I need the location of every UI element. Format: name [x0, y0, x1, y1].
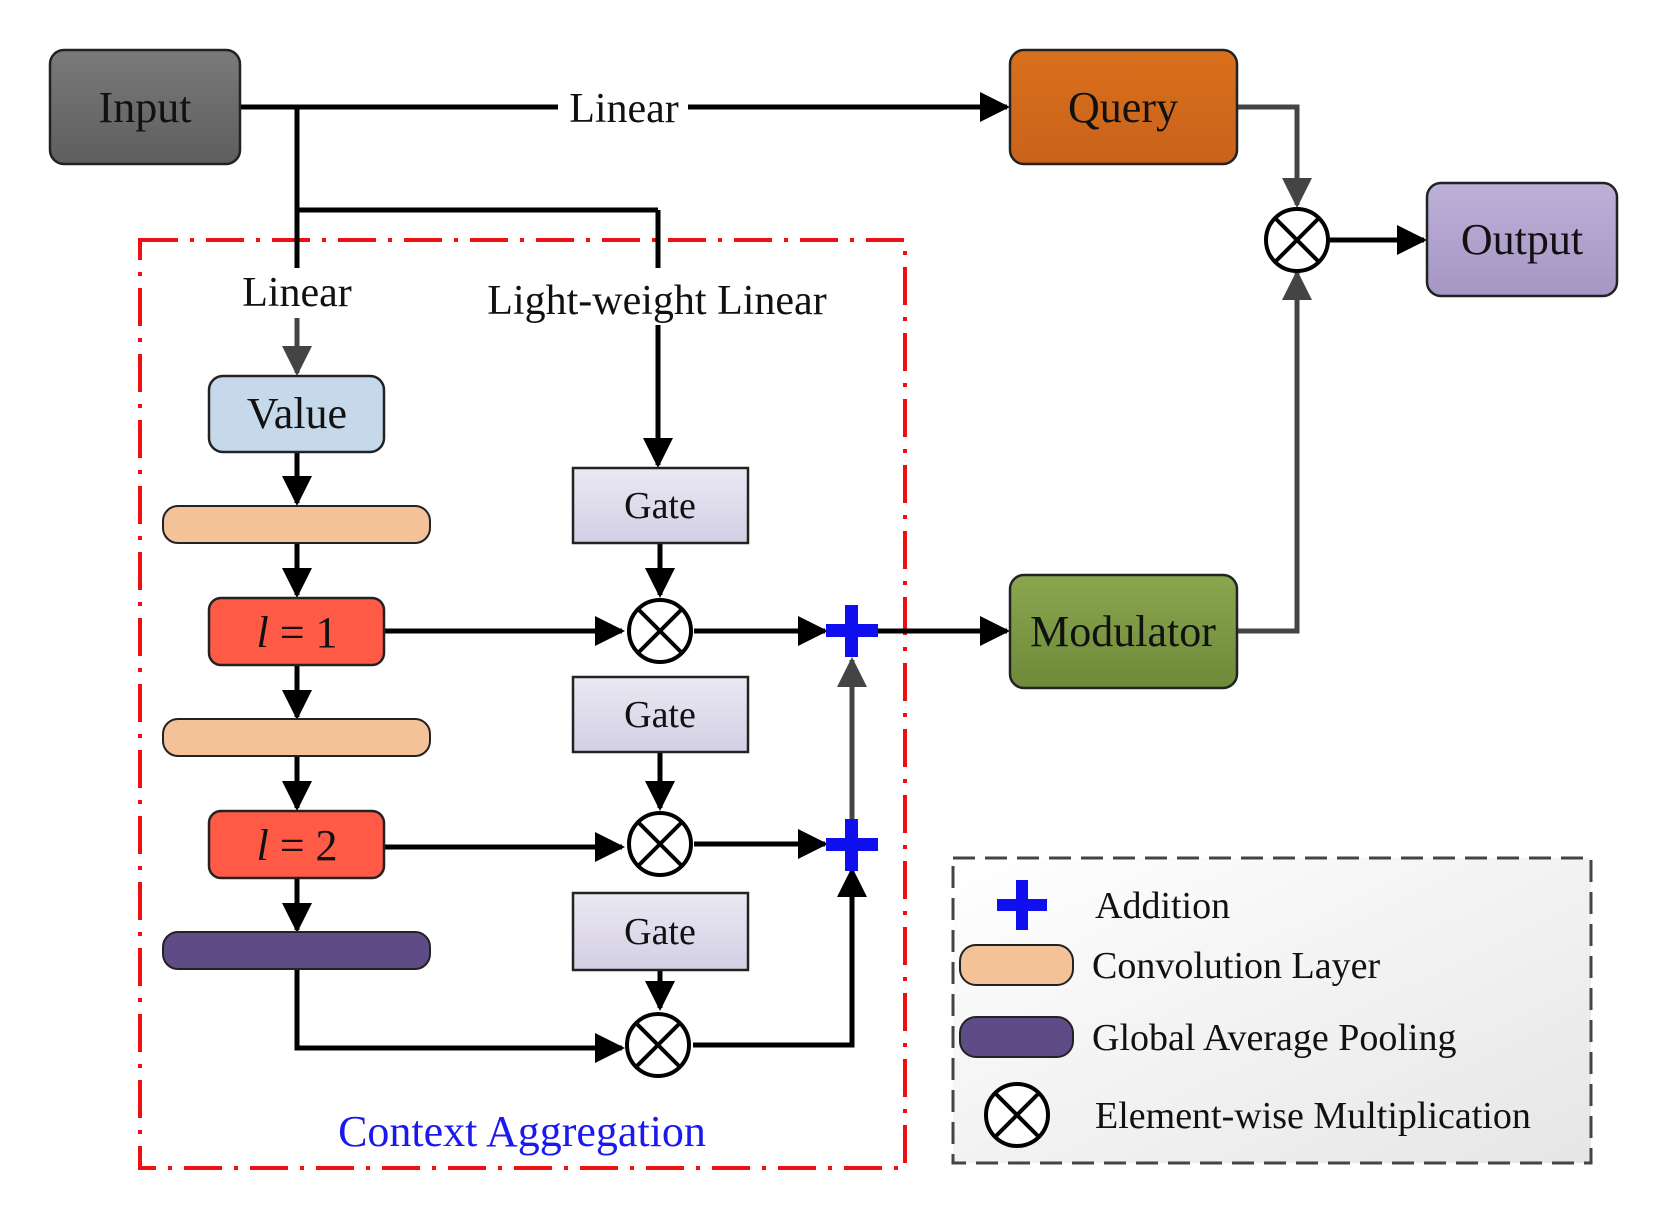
- global-average-pooling-layer: [162, 931, 431, 970]
- node-modulator-label: Modulator: [1030, 607, 1216, 656]
- node-level-2-label: l = 2: [256, 821, 337, 870]
- edge-label-input-query: Linear: [569, 86, 679, 132]
- addition-1-icon: [826, 605, 878, 657]
- edge-pooling-mult3: [294, 969, 625, 1063]
- multiply-3-icon: [625, 1012, 691, 1078]
- node-input: Input: [48, 48, 242, 166]
- node-gate-1: Gate: [571, 466, 750, 545]
- edge-modulator-multout: [1237, 270, 1312, 634]
- convolution-layer-2: [162, 718, 431, 757]
- legend-pooling-swatch: [959, 1016, 1074, 1058]
- addition-2-icon: [826, 819, 878, 871]
- node-gate-3: Gate: [571, 891, 750, 972]
- legend: Addition Convolution Layer Global Averag…: [951, 856, 1593, 1165]
- node-output: Output: [1425, 181, 1619, 298]
- node-gate-3-label: Gate: [624, 911, 696, 953]
- multiply-output-icon: [1264, 207, 1330, 273]
- node-level-1: l = 1: [207, 596, 386, 667]
- node-modulator: Modulator: [1008, 573, 1239, 690]
- legend-pooling-label: Global Average Pooling: [1092, 1017, 1456, 1059]
- legend-multiplication-icon: [984, 1082, 1050, 1148]
- node-gate-2-label: Gate: [624, 694, 696, 736]
- context-aggregation-border: [138, 238, 907, 1170]
- node-gate-2: Gate: [571, 675, 750, 754]
- node-level-1-label: l = 1: [256, 608, 337, 657]
- node-query-label: Query: [1068, 83, 1178, 132]
- convolution-layer-1: [162, 505, 431, 544]
- node-value-label: Value: [247, 389, 347, 438]
- edge-label-input-value: Linear: [242, 270, 352, 316]
- legend-convolution-swatch: [959, 944, 1074, 986]
- linear-left-label-bg: [225, 268, 369, 318]
- legend-addition-icon: [997, 880, 1047, 930]
- node-gate-1-label: Gate: [624, 485, 696, 527]
- node-output-label: Output: [1461, 215, 1583, 264]
- edge-mult3-add2: [693, 867, 867, 1048]
- context-aggregation-label: Context Aggregation: [338, 1107, 706, 1156]
- legend-box: [951, 856, 1593, 1165]
- multiply-2-icon: [627, 811, 693, 877]
- edge-label-input-gates: Light-weight Linear: [487, 278, 826, 324]
- multiply-1-icon: [627, 598, 693, 664]
- linear-top-label-bg: [558, 86, 688, 130]
- legend-multiplication-label: Element-wise Multiplication: [1095, 1095, 1531, 1137]
- edge-query-multout: [1237, 104, 1312, 208]
- node-level-2: l = 2: [207, 809, 386, 880]
- legend-addition-label: Addition: [1095, 885, 1230, 927]
- context-aggregation-region: [138, 238, 907, 1170]
- node-value: Value: [207, 374, 386, 454]
- legend-convolution-label: Convolution Layer: [1092, 945, 1380, 987]
- node-query: Query: [1008, 48, 1239, 166]
- node-input-label: Input: [99, 83, 192, 132]
